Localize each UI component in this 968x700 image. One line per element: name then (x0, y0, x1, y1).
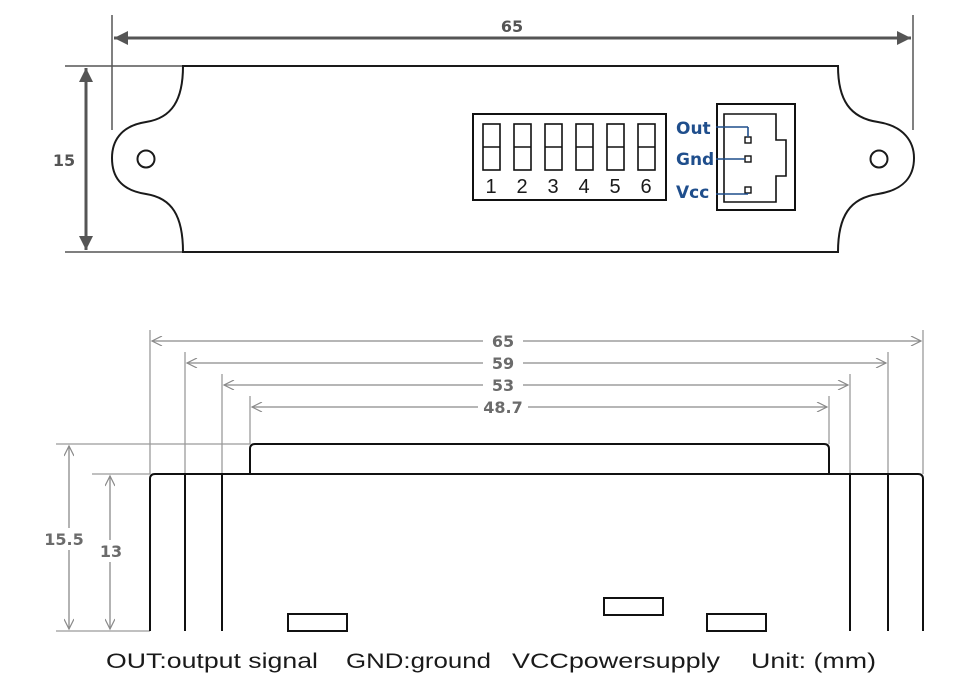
connector-inner-outline (723, 113, 787, 203)
dip-switch-slot-6 (637, 123, 656, 171)
dip-position-2: 2 (516, 176, 527, 198)
connector-label-gnd: Gnd (676, 150, 714, 170)
dim-label-15-5: 15.5 (44, 530, 83, 549)
connector-pin-vcc (744, 186, 752, 194)
dip-switch-slot-5 (606, 123, 625, 171)
mounting-hole-right (869, 149, 889, 169)
dip-switch-slot-1 (482, 123, 501, 171)
dip-position-5: 5 (609, 176, 620, 198)
dip-switch-slot-3 (544, 123, 563, 171)
dip-position-1: 1 (485, 176, 496, 198)
dim-label-48-7: 48.7 (483, 398, 522, 417)
connector-pin-out (744, 136, 752, 144)
housing-body (149, 473, 924, 631)
connector-pin-gnd (744, 155, 752, 163)
dim-label-59: 59 (492, 354, 514, 373)
connector: Out Gnd Vcc (676, 103, 796, 211)
legend-vcc: VCCpowersupply (512, 650, 721, 673)
top-height-label: 15 (53, 151, 75, 170)
dim-label-65: 65 (492, 332, 514, 351)
dip-position-6: 6 (640, 176, 651, 198)
raised-top-part (249, 443, 830, 474)
dip-position-3: 3 (547, 176, 558, 198)
top-view: 65 15 (53, 15, 916, 253)
connector-housing (716, 103, 796, 211)
dip-switch-slot-2 (513, 123, 532, 171)
dip-position-4: 4 (578, 176, 589, 198)
dim-label-53: 53 (492, 376, 514, 395)
bottom-pad-left (287, 613, 348, 632)
dip-switch: 1 2 3 4 5 6 (472, 113, 667, 201)
dip-switch-body (472, 113, 667, 201)
top-width-label: 65 (501, 17, 523, 36)
connector-label-vcc: Vcc (676, 183, 709, 203)
connector-label-out: Out (676, 119, 711, 139)
legend-out: OUT:output signal (106, 650, 318, 673)
legend: OUT:output signal GND:ground VCCpowersup… (106, 650, 876, 673)
bottom-pad-right (706, 613, 767, 632)
side-view: 65 59 53 48.7 15.5 13 (40, 330, 924, 632)
side-extension-lines (56, 330, 924, 632)
dim-label-13: 13 (100, 542, 122, 561)
side-pad-middle (603, 597, 664, 616)
mounting-hole-left (136, 149, 156, 169)
legend-unit: Unit: (mm) (751, 650, 876, 673)
legend-gnd: GND:ground (346, 650, 491, 673)
dip-switch-slot-4 (575, 123, 594, 171)
